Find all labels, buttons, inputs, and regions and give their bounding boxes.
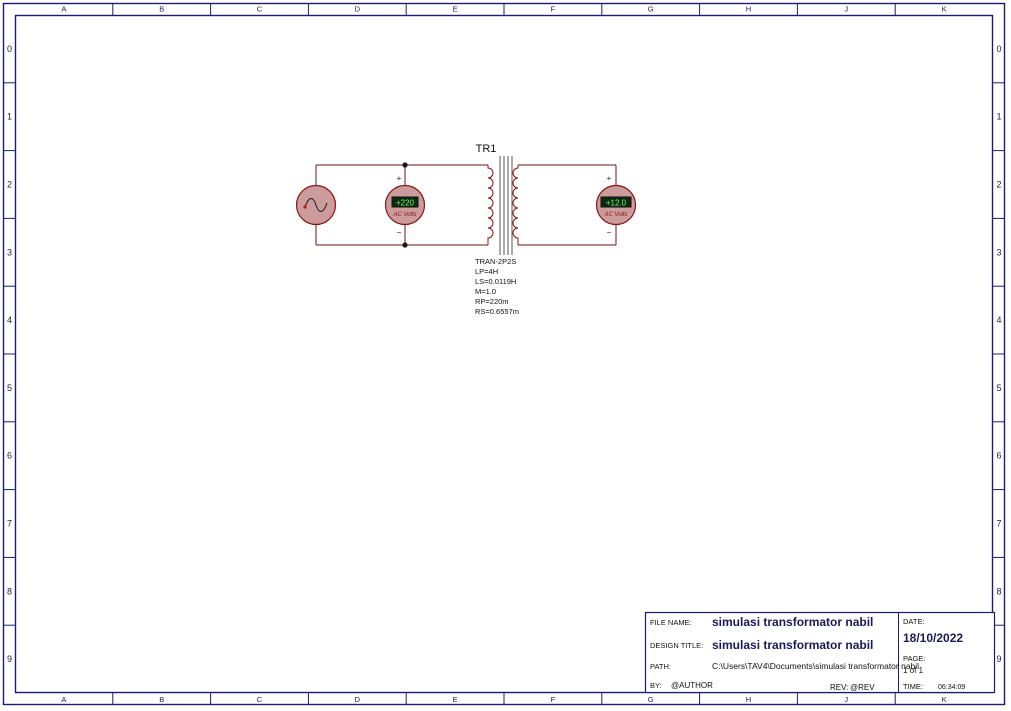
grid-column-label: J: [844, 695, 848, 704]
time-value: 06:34:09: [938, 684, 965, 691]
sheet-inner-border: [14, 14, 994, 694]
grid-column-label: C: [257, 695, 263, 704]
grid-row-label: 4: [996, 315, 1001, 325]
grid-row-label: 9: [7, 654, 12, 664]
transformer-model: TRAN-2P2S: [475, 257, 516, 266]
grid-column-label: D: [355, 695, 361, 704]
junction-dot: [402, 242, 408, 248]
grid-column-label: H: [746, 695, 751, 704]
time-label: TIME:: [903, 682, 923, 691]
grid-row-label: 6: [996, 451, 1001, 461]
grid-column-label: H: [746, 5, 751, 14]
grid-row-label: 8: [7, 586, 12, 596]
design-title-label: DESIGN TITLE:: [650, 641, 703, 650]
grid-column-label: F: [551, 5, 556, 14]
grid-row-label: 0: [7, 44, 12, 54]
grid-column-label: B: [159, 695, 164, 704]
ac-voltage-source[interactable]: [295, 184, 337, 226]
transformer-param: RS=0.6557m: [475, 307, 519, 316]
title-block: FILE NAME: simulasi transformator nabil …: [644, 611, 996, 694]
grid-row-label: 5: [996, 383, 1001, 393]
date-value: 18/10/2022: [903, 631, 963, 645]
path-value: C:\Users\TAV4\Documents\simulasi transfo…: [712, 661, 919, 671]
transformer-param: LP=4H: [475, 267, 498, 276]
grid-row-label: 8: [996, 586, 1001, 596]
transformer-ref: TR1: [476, 143, 497, 155]
transformer-param: M=1.0: [475, 287, 496, 296]
secondary-coil: [512, 165, 519, 245]
grid-column-label: C: [257, 5, 263, 14]
grid-row-label: 1: [7, 112, 12, 122]
grid-column-label: K: [942, 695, 947, 704]
by-value: @AUTHOR: [671, 681, 713, 690]
grid-column-label: G: [648, 695, 654, 704]
design-title-value: simulasi transformator nabil: [712, 638, 873, 652]
meter-reading: +12.0: [606, 199, 627, 208]
meter-plus-terminal: +: [397, 174, 402, 183]
voltmeter-secondary[interactable]: +12.0 AC Volts + −: [595, 174, 637, 237]
meter-label: AC Volts: [603, 212, 627, 218]
meter-minus-terminal: −: [607, 228, 612, 237]
rev-label: REV:: [830, 683, 848, 692]
grid-column-label: A: [61, 695, 66, 704]
grid-row-label: 7: [7, 519, 12, 529]
meter-reading: +220: [396, 199, 415, 208]
file-name-value: simulasi transformator nabil: [712, 615, 873, 629]
meter-display: [600, 196, 632, 208]
grid-row-label: 0: [996, 44, 1001, 54]
grid-row-label: 9: [996, 654, 1001, 664]
primary-coil: [487, 165, 494, 245]
grid-column-label: F: [551, 695, 556, 704]
grid-column-label: D: [355, 5, 361, 14]
grid-row-label: 1: [996, 112, 1001, 122]
junction-dot: [402, 162, 408, 168]
circuit-wires: [315, 162, 617, 248]
meter-display: [391, 196, 419, 208]
grid-column-label: E: [453, 5, 458, 14]
transformer-tr1[interactable]: TR1 TRAN-2P2S LP=4H LS=0.0119H M=1.0 RP=…: [475, 143, 519, 316]
file-name-label: FILE NAME:: [650, 618, 692, 627]
page-value: 1 of 1: [903, 666, 924, 675]
grid-column-label: J: [844, 5, 848, 14]
grid-row-label: 2: [7, 180, 12, 190]
grid-column-label: E: [453, 695, 458, 704]
voltmeter-primary[interactable]: +220 AC Volts + −: [384, 174, 426, 237]
grid-row-label: 6: [7, 451, 12, 461]
grid-row-label: 2: [996, 180, 1001, 190]
grid-row-label: 3: [996, 247, 1001, 257]
grid-row-label: 3: [7, 247, 12, 257]
meter-plus-terminal: +: [607, 174, 612, 183]
rev-value: @REV: [850, 683, 875, 692]
page-label: PAGE:: [903, 654, 925, 663]
date-label: DATE:: [903, 617, 925, 626]
grid-row-label: 4: [7, 315, 12, 325]
transformer-param: RP=220m: [475, 297, 509, 306]
grid-row-label: 7: [996, 519, 1001, 529]
grid-column-label: G: [648, 5, 654, 14]
transformer-param: LS=0.0119H: [475, 277, 516, 286]
grid-markers: A A B B C C D D E E F F G G H H J J K K 0 0 1 1 2 2 3 3 4 4 5 5 6 6 7 7 8 8 9 9: [4, 4, 1004, 704]
grid-column-label: K: [942, 5, 947, 14]
grid-column-label: B: [159, 5, 164, 14]
grid-column-label: A: [61, 5, 66, 14]
meter-minus-terminal: −: [397, 228, 402, 237]
meter-label: AC Volts: [392, 212, 416, 218]
grid-row-label: 5: [7, 383, 12, 393]
by-label: BY:: [650, 681, 662, 690]
sine-wave-icon: [304, 198, 328, 212]
path-label: PATH:: [650, 662, 671, 671]
